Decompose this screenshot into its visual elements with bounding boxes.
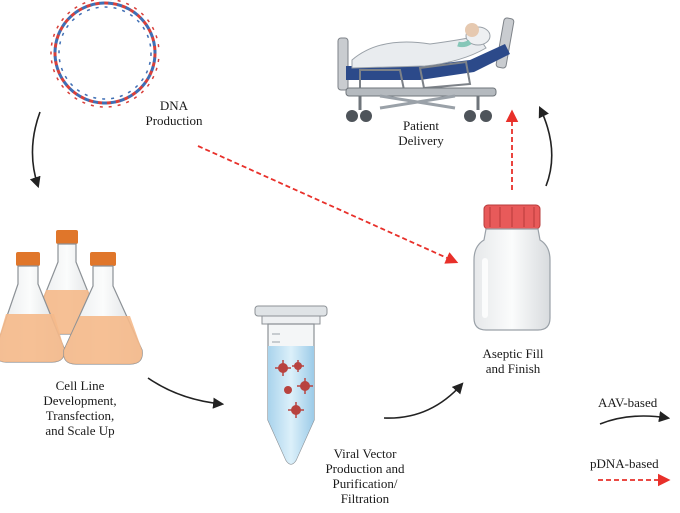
flasks-icon [0,230,143,365]
arrow-cell-to-viral [147,377,225,409]
legend-aav-arrow [599,411,671,425]
vial-icon [473,204,551,331]
plasmid-icon [50,0,160,108]
arrow-viral-to-aseptic [383,382,464,419]
hospital-bed-icon [337,17,515,122]
legend-pdna-label: pDNA-based [590,456,659,471]
legend-aav-label: AAV-based [598,395,658,410]
arrow-dna-to-aseptic [197,145,459,264]
arrow-aseptic-to-patient [538,105,553,187]
centrifuge-tube-icon [254,305,328,465]
arrow-dna-to-cell [29,111,41,189]
